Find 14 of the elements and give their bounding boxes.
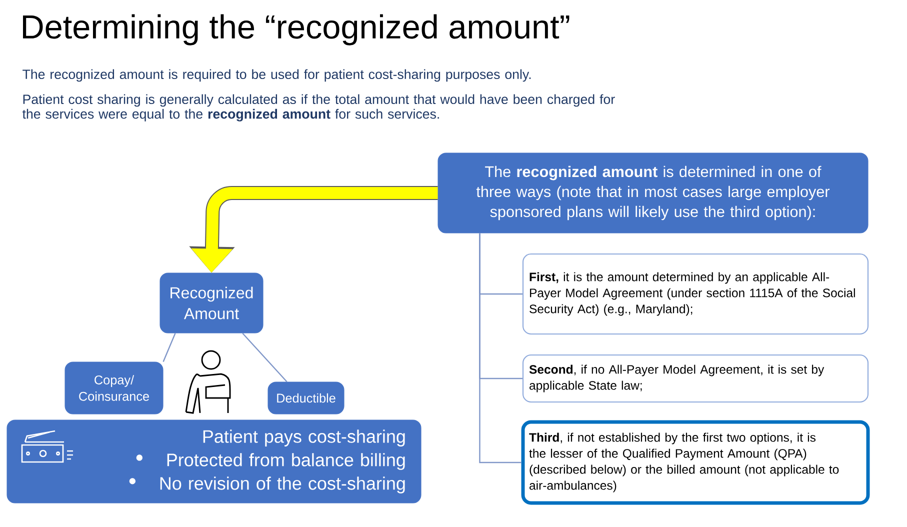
option-box: Second, if no All-Payer Model Agreement, it is set by applicable State law; xyxy=(522,354,869,403)
title: Determining the “recognized amount” xyxy=(23,14,570,46)
subtitle-text: Patient cost sharing is generally calculated as if the total amount that would have been charged for the services were equal to the recognized amount for such services. xyxy=(22,94,615,122)
connector-line xyxy=(479,233,522,464)
summary-box: Patient pays cost-sharing Protected from balance billing No revision of the cost-sharing xyxy=(6,420,422,504)
cost-box: Copay/ Coinsurance xyxy=(64,362,164,414)
amount-box: Recognized Amount xyxy=(160,272,264,334)
heading-box: The recognized amount is determined in one of three ways (note that in most cases large employer sponsored plans will likely use the third option): xyxy=(438,152,868,234)
option-box: Third, if not established by the first two options, it is the lesser of the Qualified Payment Amount (QPA) (described below) or the billed amount (not applicable to air-ambulances) xyxy=(521,420,870,505)
connector-line xyxy=(162,333,176,362)
cost-box: Deductible xyxy=(268,382,344,414)
subtitle-text: The recognized amount is required to be used for patient cost-sharing purposes only. xyxy=(22,69,531,82)
connector-line xyxy=(242,332,288,382)
option-box: First, it is the amount determined by an applicable All-Payer Model Agreement (under section 1115A of the Social Security Act) (e.g., Maryland); xyxy=(522,253,869,335)
